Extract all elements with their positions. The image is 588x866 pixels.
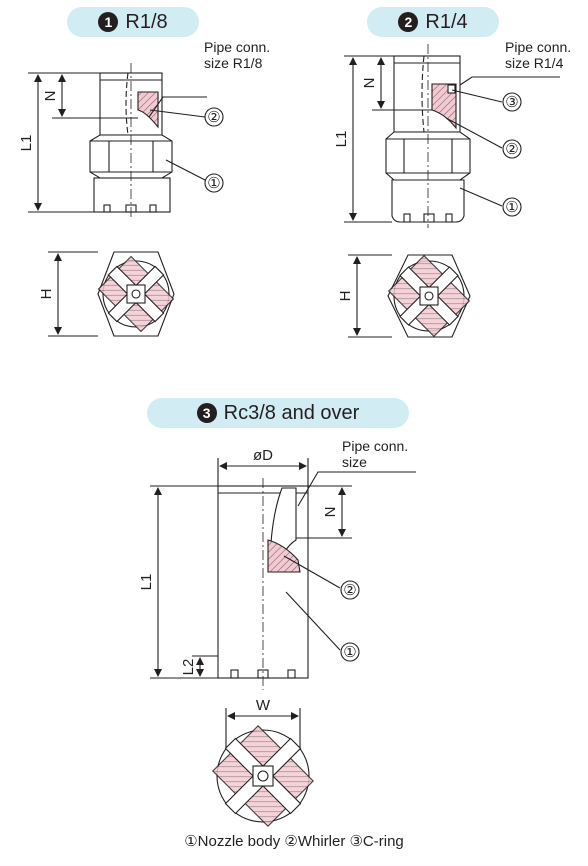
section-3-callout-1: ① xyxy=(343,644,356,661)
section-2-callout-1: ① xyxy=(505,199,518,216)
section-2-dim-l1: L1 xyxy=(333,131,350,148)
section-2-pipe-note-line-2: size R1/4 xyxy=(505,55,564,71)
section-3-dim-l1: L1 xyxy=(138,574,155,591)
section-1-number-badge: 1 xyxy=(98,12,119,32)
section-2-side-view xyxy=(385,44,471,228)
section-2-callout-2-circle xyxy=(502,139,522,159)
section-3-title: Rc3/8 and over xyxy=(223,401,360,424)
section-1-pipe-note-line-1: Pipe conn. xyxy=(204,39,270,55)
section-1-title: R1/8 xyxy=(125,10,168,33)
section-1-dim-h: H xyxy=(38,289,55,300)
section-2-dim-n: N xyxy=(361,78,378,89)
section-3-side-view xyxy=(217,478,309,690)
section-3-number-badge: 3 xyxy=(196,403,217,423)
section-3-dim-l2: L2 xyxy=(180,659,197,676)
section-2-number-badge: 2 xyxy=(398,12,419,32)
section-3-callout-2-circle xyxy=(340,580,360,600)
section-3-pipe-note-leader xyxy=(297,471,416,507)
section-2-pipe-note-line-1: Pipe conn. xyxy=(505,39,571,55)
parts-legend-caption: ①Nozzle body ②Whirler ③C-ring xyxy=(184,833,404,850)
section-1-dimensions xyxy=(28,72,138,337)
section-1-callout-2-leader xyxy=(149,109,206,118)
section-2-callout-3: ③ xyxy=(505,94,518,111)
section-2-callout-2: ② xyxy=(505,141,518,158)
section-3-pipe-note-line-2: size xyxy=(342,454,367,470)
section-1-dim-n: N xyxy=(42,91,59,102)
section-3-pipe-note-line-1: Pipe conn. xyxy=(342,438,408,454)
section-3-callout-2: ② xyxy=(343,582,356,599)
section-2-dim-h: H xyxy=(337,291,354,302)
section-3-dim-n: N xyxy=(322,507,339,518)
section-1-pipe-note-line-2: size R1/8 xyxy=(204,55,263,71)
section-1-title-pill: 1 R1/8 xyxy=(67,7,199,37)
section-2-callout-1-circle xyxy=(502,197,522,217)
section-2-callout-2-leader xyxy=(445,117,503,149)
section-3-dim-d: øD xyxy=(253,447,273,464)
section-2-title: R1/4 xyxy=(425,10,468,33)
section-2-callout-1-leader xyxy=(459,187,503,207)
section-3-callout-1-circle xyxy=(340,642,360,662)
section-3-callout-1-leader xyxy=(285,591,341,651)
section-1-dim-l1: L1 xyxy=(18,135,35,152)
section-3-title-pill: 3 Rc3/8 and over xyxy=(147,398,409,428)
section-2-callout-3-leader xyxy=(451,89,503,103)
section-2-top-view xyxy=(387,254,471,338)
section-1-callout-1-leader xyxy=(165,159,206,181)
section-1-side-view xyxy=(89,63,173,218)
section-1-top-view xyxy=(97,251,175,337)
section-3-top-view xyxy=(212,725,314,827)
section-2-pipe-note-leader xyxy=(459,76,560,86)
section-2-title-pill: 2 R1/4 xyxy=(367,7,499,37)
section-1-callout-2-circle xyxy=(204,107,224,127)
section-2-dimensions xyxy=(344,55,432,338)
section-1-callout-1: ① xyxy=(207,175,220,192)
section-3-callout-2-leader xyxy=(283,555,341,589)
section-2-callout-3-circle xyxy=(502,92,522,112)
section-3-dim-w: W xyxy=(256,697,271,714)
section-1-callout-1-circle xyxy=(204,173,224,193)
section-1-callout-2: ② xyxy=(207,109,220,126)
